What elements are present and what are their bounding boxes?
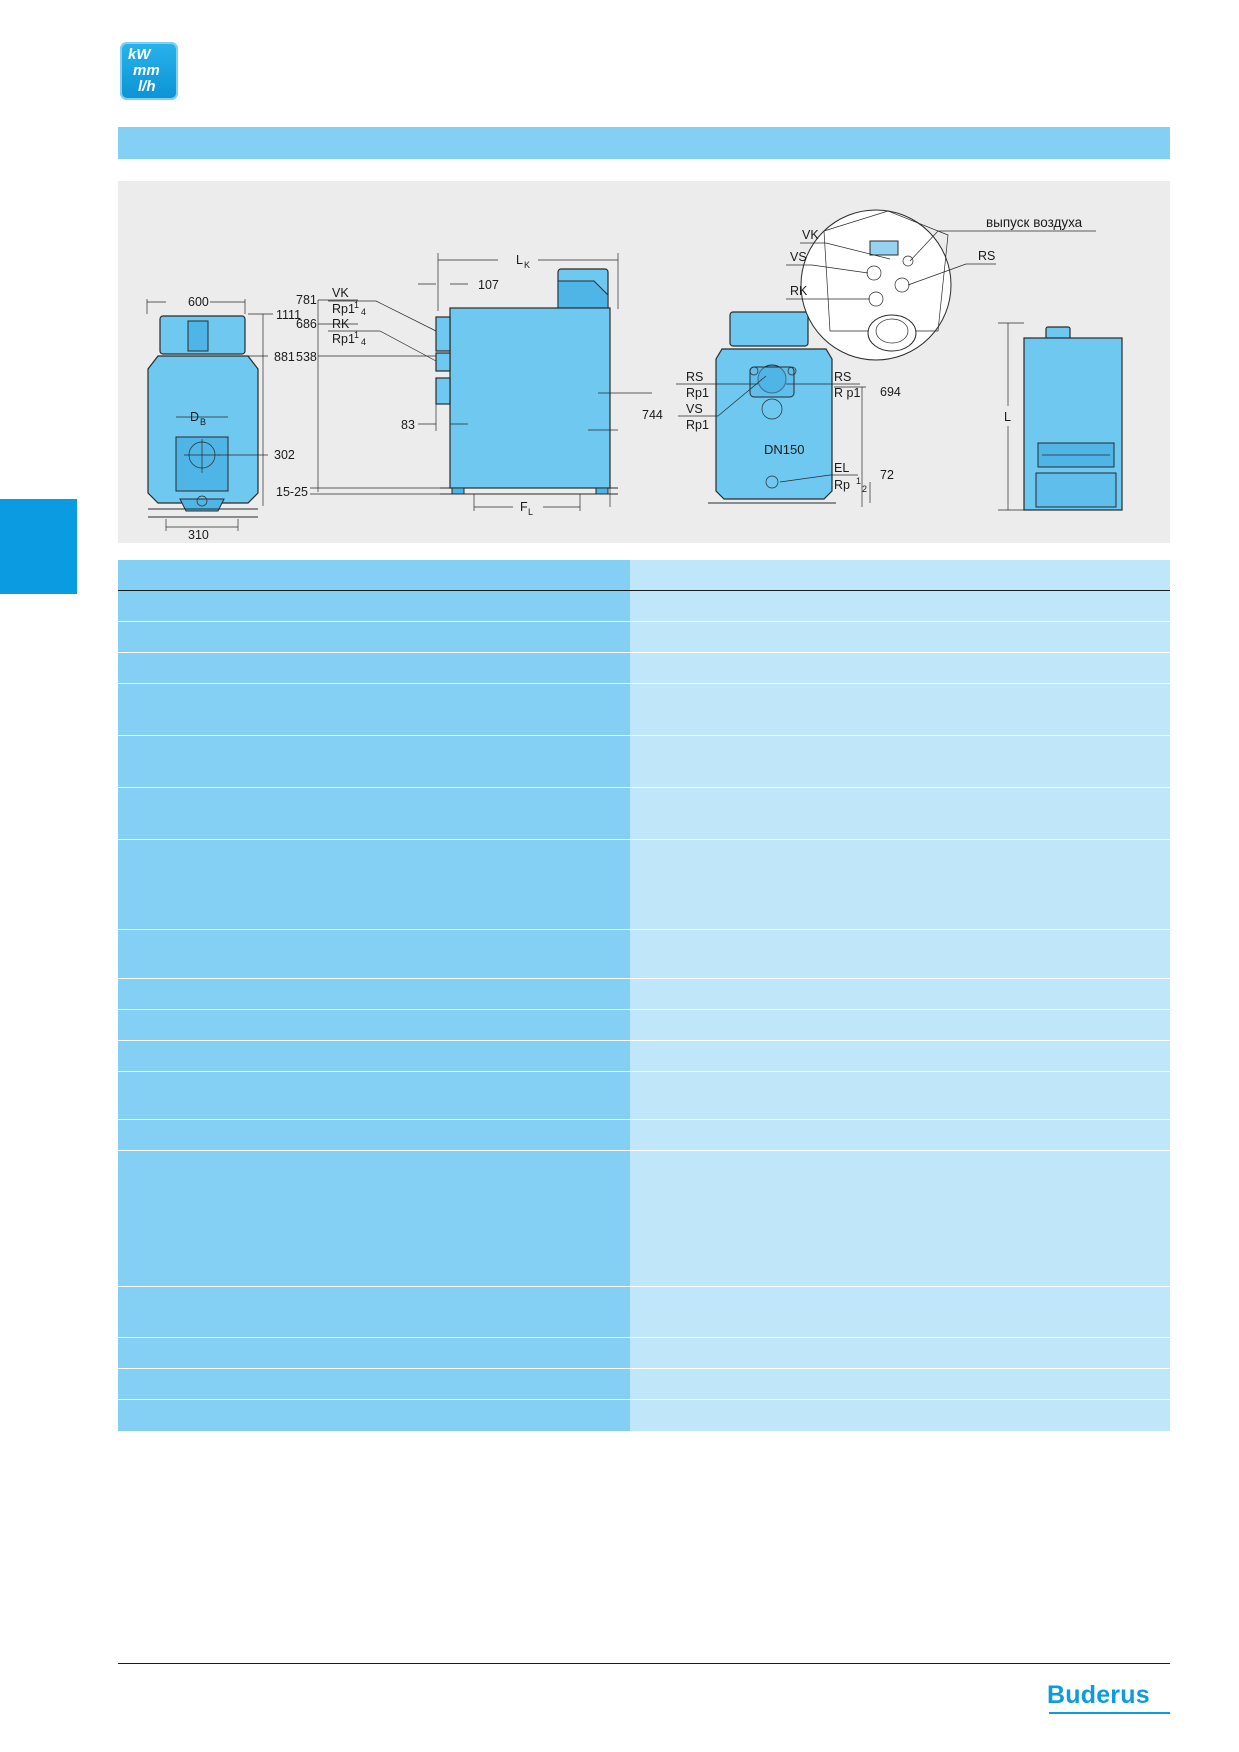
rear-vs-label: VS bbox=[686, 402, 703, 416]
detail-vk-label: VK bbox=[802, 228, 819, 242]
table-row bbox=[118, 1287, 1170, 1338]
technical-data-table bbox=[118, 560, 1170, 1431]
rear-rs-left-thread: Rp1 bbox=[686, 386, 709, 400]
front-foot-spacing-label: 310 bbox=[188, 528, 209, 542]
section-header-bar bbox=[118, 127, 1170, 159]
rear-rs-right-thread: R p1 bbox=[834, 386, 860, 400]
rear-vs-thread: Rp1 bbox=[686, 418, 709, 432]
detail-air-vent-label: выпуск воздуха bbox=[986, 215, 1083, 230]
rear-el-thread: Rp bbox=[834, 478, 850, 492]
table-row bbox=[118, 930, 1170, 979]
side-offset-top-label: 107 bbox=[478, 278, 499, 292]
detail-rk-label: RK bbox=[790, 284, 808, 298]
table-row bbox=[118, 1338, 1170, 1369]
rear-el-label: EL bbox=[834, 461, 849, 475]
side-view: L K 107 781 686 538 15-25 VK Rp1 1 4 RK bbox=[276, 253, 619, 517]
side-vk-thread-sup: 1 bbox=[354, 300, 359, 310]
side-flue-offset-label: 83 bbox=[401, 418, 415, 432]
connection-detail: VK VS RK RS выпуск воздуха bbox=[786, 209, 1096, 361]
table-row bbox=[118, 1400, 1170, 1431]
brand-logo: Buderus bbox=[1047, 1681, 1150, 1709]
boiler-dimension-drawing: 600 1111 881 302 D B 310 bbox=[146, 209, 1123, 542]
dimension-drawing-panel: 600 1111 881 302 D B 310 bbox=[118, 181, 1170, 543]
table-row bbox=[118, 1120, 1170, 1151]
badge-line-kw: kW bbox=[128, 46, 151, 63]
front-height-lower-label: 881 bbox=[274, 350, 295, 364]
table-row bbox=[118, 653, 1170, 684]
front-burner-diameter-label: D bbox=[190, 410, 199, 424]
side-feet-sub: L bbox=[528, 507, 533, 517]
side-rk-thread: Rp1 bbox=[332, 332, 355, 346]
badge-line-mm: mm bbox=[133, 62, 160, 79]
table-row bbox=[118, 736, 1170, 788]
table-row bbox=[118, 788, 1170, 840]
detail-vs-label: VS bbox=[790, 250, 807, 264]
side-vk-thread-sub: 4 bbox=[361, 307, 366, 317]
table-row bbox=[118, 1151, 1170, 1287]
front-height-total-label: 1111 bbox=[276, 308, 301, 322]
table-row bbox=[118, 622, 1170, 653]
rear-rs-right-label: RS bbox=[834, 370, 851, 384]
side-rk-height-label: 686 bbox=[296, 317, 317, 331]
side-feet-height-label: 15-25 bbox=[276, 485, 308, 499]
top-length-label: L bbox=[1004, 410, 1011, 424]
table-row bbox=[118, 840, 1170, 930]
rear-height-right-label: 694 bbox=[880, 385, 901, 399]
side-vk-thread: Rp1 bbox=[332, 302, 355, 316]
rear-view: RS Rp1 VS Rp1 RS R p1 694 744 DN150 EL R… bbox=[598, 311, 901, 507]
side-rk-thread-sup: 1 bbox=[354, 330, 359, 340]
footer-rule bbox=[118, 1663, 1170, 1664]
table-row bbox=[118, 979, 1170, 1010]
front-view: 600 1111 881 302 D B 310 bbox=[146, 295, 301, 542]
units-badge: kW mm l/h bbox=[120, 42, 178, 100]
top-view: L bbox=[998, 322, 1123, 511]
side-flue-height-label: 538 bbox=[296, 350, 317, 364]
table-row bbox=[118, 1369, 1170, 1400]
side-tab-marker bbox=[0, 499, 77, 594]
rear-el-sub: 2 bbox=[862, 484, 867, 494]
table-row bbox=[118, 1072, 1170, 1120]
table-header-row bbox=[118, 560, 1170, 591]
table-row bbox=[118, 1010, 1170, 1041]
side-length-label: L bbox=[516, 253, 523, 267]
side-vk-height-label: 781 bbox=[296, 293, 317, 307]
side-rk-thread-sub: 4 bbox=[361, 337, 366, 347]
detail-rs-label: RS bbox=[978, 249, 995, 263]
front-burner-diameter-sub: B bbox=[200, 417, 206, 427]
table-row bbox=[118, 684, 1170, 736]
rear-rs-left-label: RS bbox=[686, 370, 703, 384]
front-burner-height-label: 302 bbox=[274, 448, 295, 462]
side-feet-label: F bbox=[520, 500, 528, 514]
front-width-label: 600 bbox=[188, 295, 209, 309]
rear-el-height-label: 72 bbox=[880, 468, 894, 482]
table-row bbox=[118, 591, 1170, 622]
brand-logo-underline bbox=[1049, 1712, 1170, 1714]
side-rk-label: RK bbox=[332, 317, 350, 331]
table-row bbox=[118, 1041, 1170, 1072]
rear-flue-label: DN150 bbox=[764, 442, 804, 457]
rear-height-left-label: 744 bbox=[642, 408, 663, 422]
badge-line-lh: l/h bbox=[138, 78, 156, 95]
side-length-sub: K bbox=[524, 260, 530, 270]
rear-el-sup: 1 bbox=[856, 476, 861, 486]
side-vk-label: VK bbox=[332, 286, 349, 300]
